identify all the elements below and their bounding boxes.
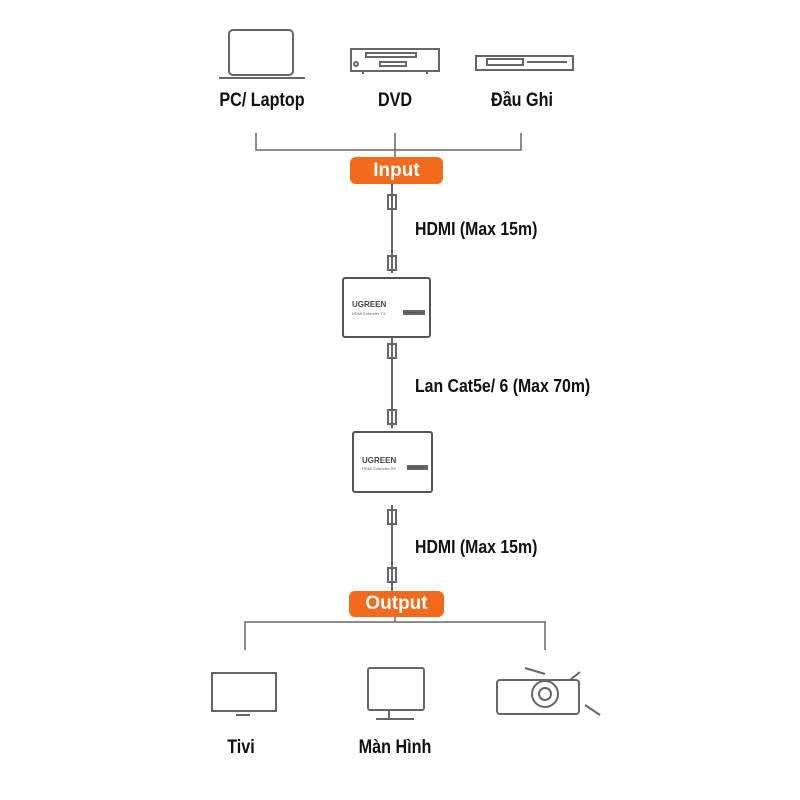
lan-label: Lan Cat5e/ 6 (Max 70m) xyxy=(415,376,591,396)
extender-rx xyxy=(352,431,433,493)
hdmi-out-label: HDMI (Max 15m) xyxy=(415,537,538,557)
tv-icon xyxy=(211,672,277,716)
hdmi-in-label: HDMI (Max 15m) xyxy=(415,219,538,239)
tx-model: HDMI Extender TX xyxy=(352,311,386,316)
dvd-player-icon xyxy=(350,48,440,74)
output-label-tv: Tivi xyxy=(227,737,255,758)
projector-icon xyxy=(496,667,601,716)
output-badge: Output xyxy=(349,591,444,617)
monitor-icon xyxy=(367,667,425,720)
input-bracket xyxy=(255,133,522,157)
hdmi-cable-in xyxy=(387,183,397,273)
extender-tx xyxy=(342,277,431,338)
rx-brand: UGREEN xyxy=(362,456,397,465)
output-bracket xyxy=(244,616,546,650)
input-label-recorder: Đầu Ghi xyxy=(491,90,553,111)
hdmi-cable-out xyxy=(387,505,397,592)
laptop-icon xyxy=(219,29,305,79)
rx-model: HDMI Extender RX xyxy=(362,466,397,471)
output-label-monitor: Màn Hình xyxy=(358,737,432,758)
input-label-pc-laptop: PC/ Laptop xyxy=(219,90,305,111)
tx-brand: UGREEN xyxy=(352,300,387,309)
lan-cable xyxy=(387,338,397,428)
recorder-icon xyxy=(475,55,574,71)
input-badge: Input xyxy=(350,157,443,184)
input-label-dvd: DVD xyxy=(377,90,413,111)
